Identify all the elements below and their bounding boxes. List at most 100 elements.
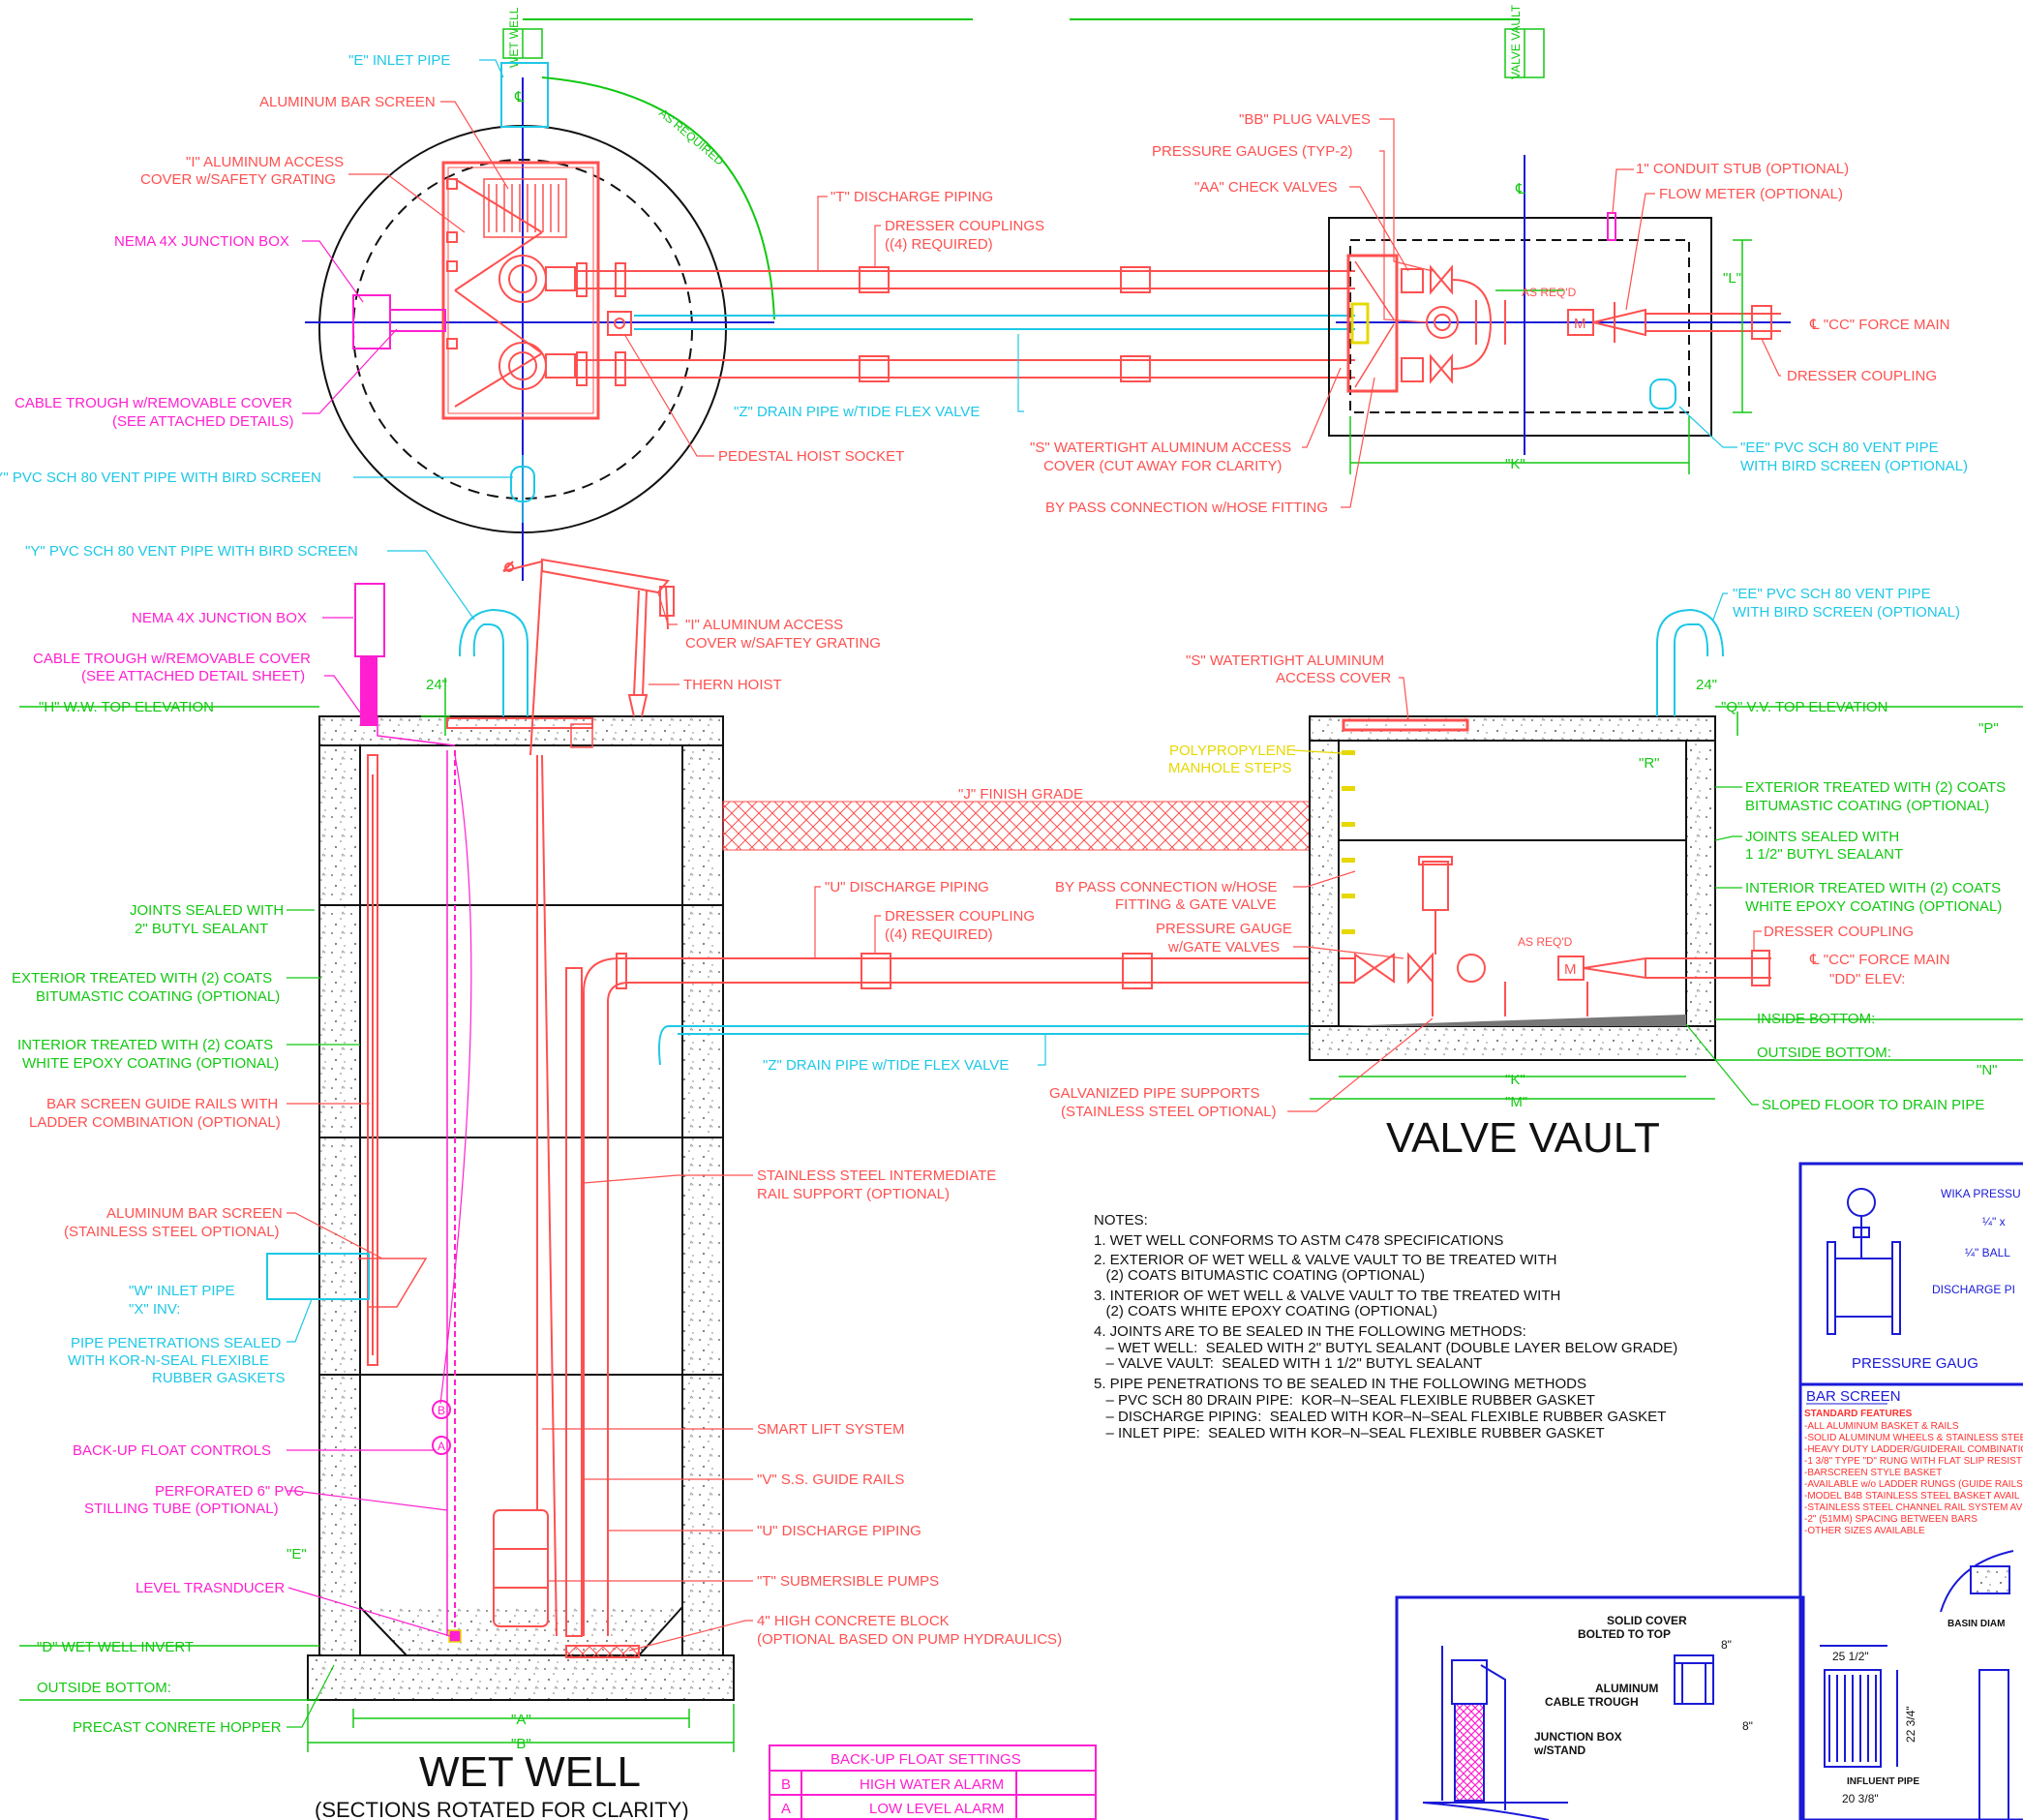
plan-vent-pipe-label: "Y" PVC SCH 80 VENT PIPE WITH BIRD SCREE… bbox=[0, 470, 321, 486]
sec-nema-box-label: NEMA 4X JUNCTION BOX bbox=[132, 610, 307, 626]
float-a-marker: A bbox=[438, 1440, 445, 1453]
finish-grade bbox=[722, 801, 1332, 851]
sec-penetrations-label-2: WITH KOR-N-SEAL FLEXIBLE bbox=[68, 1352, 269, 1369]
sec-dim-k-label: "K" bbox=[1505, 1072, 1525, 1088]
sec-float-controls-label: BACK-UP FLOAT CONTROLS bbox=[73, 1442, 271, 1459]
notes-line-6: 4. JOINTS ARE TO BE SEALED IN THE FOLLOW… bbox=[1094, 1323, 1526, 1340]
sec-dim-b-label: "B" bbox=[511, 1736, 531, 1752]
sec-s-cover-label-2: ACCESS COVER bbox=[1276, 670, 1391, 686]
sec-h-top-label: "H" W.W. TOP ELEVATION bbox=[39, 699, 214, 715]
sec-cable-trough-label-1: CABLE TROUGH w/REMOVABLE COVER bbox=[33, 651, 311, 667]
notes-line-5: (2) COATS WHITE EPOXY COATING (OPTIONAL) bbox=[1094, 1303, 1437, 1320]
sec-manhole-steps-label-2: MANHOLE STEPS bbox=[1168, 760, 1292, 776]
sec-bar-screen-label-2: (STAINLESS STEEL OPTIONAL) bbox=[64, 1224, 280, 1240]
sec-w-inlet-label: "W" INLET PIPE bbox=[129, 1283, 235, 1299]
notes-line-2: 2. EXTERIOR OF WET WELL & VALVE VAULT TO… bbox=[1094, 1252, 1556, 1268]
plan-discharge-piping-label: "T" DISCHARGE PIPING bbox=[830, 189, 993, 205]
wet-well-tag-marker: WET WELL bbox=[502, 7, 543, 68]
sec-four-required-label: ((4) REQUIRED) bbox=[885, 926, 993, 943]
sec-dim-24-left: 24" bbox=[426, 677, 447, 693]
sec-pumps-label: "T" SUBMERSIBLE PUMPS bbox=[757, 1573, 939, 1590]
jbox-label-2: w/STAND bbox=[1533, 1744, 1585, 1757]
plan-leaders bbox=[302, 59, 1781, 508]
bar-screen-subtitle: STANDARD FEATURES bbox=[1804, 1409, 1913, 1419]
plan-drain-pipe-label: "Z" DRAIN PIPE w/TIDE FLEX VALVE bbox=[734, 404, 980, 420]
bar-dim-bottom: 20 3/8" bbox=[1842, 1792, 1879, 1805]
sec-dd-elev-label: "DD" ELEV: bbox=[1829, 971, 1905, 987]
gauge-panel-title: PRESSURE GAUG bbox=[1852, 1355, 1978, 1372]
notes-line-11: – DISCHARGE PIPING: SEALED WITH KOR–N–SE… bbox=[1094, 1409, 1666, 1425]
plan-inlet-pipe-label: "E" INLET PIPE bbox=[348, 52, 450, 69]
plan-vent-ee-label-1: "EE" PVC SCH 80 VENT PIPE bbox=[1740, 440, 1939, 456]
bar-feature: -SOLID ALUMINUM WHEELS & STAINLESS STEE bbox=[1804, 1433, 2023, 1443]
sec-joints-ww-label-2: 2" BUTYL SEALANT bbox=[135, 921, 268, 937]
sec-u-discharge-label: "U" DISCHARGE PIPING bbox=[825, 879, 989, 895]
sec-bypass-label-1: BY PASS CONNECTION w/HOSE bbox=[1055, 879, 1278, 895]
sec-penetrations-label-3: RUBBER GASKETS bbox=[152, 1370, 286, 1386]
sec-block-label-2: (OPTIONAL BASED ON PUMP HYDRAULICS) bbox=[757, 1631, 1062, 1648]
plan-wet-well: ℄ bbox=[305, 62, 775, 581]
sec-guide-rails-v-label: "V" S.S. GUIDE RAILS bbox=[757, 1471, 904, 1488]
sec-dim-p-label: "P" bbox=[1978, 720, 1999, 737]
sec-as-reqd-label: AS REQ'D bbox=[1518, 935, 1573, 949]
sec-dim-a-label: "A" bbox=[511, 1712, 531, 1728]
notes-heading: NOTES: bbox=[1094, 1212, 1148, 1228]
jbox-label-1: JUNCTION BOX bbox=[1534, 1730, 1622, 1744]
bar-screen-panel: BAR SCREEN STANDARD FEATURES -ALL ALUMIN… bbox=[1798, 1382, 2023, 1820]
float-row-value: LOW LEVEL ALARM bbox=[869, 1801, 1005, 1817]
notes-line-3: (2) COATS BITUMASTIC COATING (OPTIONAL) bbox=[1094, 1267, 1425, 1284]
float-row-key: A bbox=[781, 1801, 791, 1817]
sec-block-label-1: 4" HIGH CONCRETE BLOCK bbox=[757, 1613, 950, 1629]
bar-feature: -MODEL B4B STAINLESS STEEL BASKET AVAIL bbox=[1804, 1491, 2020, 1502]
gauge-line-3: ¼" BALL bbox=[1965, 1246, 2010, 1259]
bar-feature: -2" (51MM) SPACING BETWEEN BARS bbox=[1804, 1514, 1978, 1525]
sec-guide-rails-label-2: LADDER COMBINATION (OPTIONAL) bbox=[29, 1114, 281, 1131]
sec-dim-m-label: "M" bbox=[1505, 1094, 1527, 1110]
plan-access-cover-s-label-1: "S" WATERTIGHT ALUMINUM ACCESS bbox=[1030, 440, 1291, 456]
plan-force-main-label: ℄ "CC" FORCE MAIN bbox=[1809, 317, 1949, 333]
plan-dresser-coupling-label: DRESSER COUPLING bbox=[1787, 368, 1937, 384]
solid-cover-label-1: SOLID COVER bbox=[1607, 1614, 1687, 1627]
sec-guide-rails-label-1: BAR SCREEN GUIDE RAILS WITH bbox=[46, 1096, 278, 1112]
sec-rail-support-label-2: RAIL SUPPORT (OPTIONAL) bbox=[757, 1186, 950, 1202]
valve-vault-tag: VALVE VAULT bbox=[1509, 4, 1523, 79]
wet-well-subtitle: (SECTIONS ROTATED FOR CLARITY) bbox=[315, 1798, 689, 1820]
plan-cable-trough-label-1: CABLE TROUGH w/REMOVABLE COVER bbox=[15, 395, 292, 411]
bar-screen-title: BAR SCREEN bbox=[1806, 1388, 1901, 1405]
sec-int-ww-label-1: INTERIOR TREATED WITH (2) COATS bbox=[17, 1037, 273, 1053]
notes-line-8: – VALVE VAULT: SEALED WITH 1 1/2" BUTYL … bbox=[1094, 1355, 1482, 1372]
plan-access-cover-label-2: COVER w/SAFETY GRATING bbox=[140, 171, 336, 188]
gauge-line-4: DISCHARGE PI bbox=[1932, 1283, 2015, 1296]
float-b-marker: B bbox=[438, 1404, 445, 1417]
sec-d-invert-label: "D" WET WELL INVERT bbox=[37, 1639, 194, 1655]
bar-dim-height: 22 3/4" bbox=[1904, 1706, 1917, 1743]
inlet-centerline: ℄ bbox=[514, 89, 525, 106]
sec-dim-r-label: "R" bbox=[1639, 755, 1659, 772]
sec-u-discharge-label-2: "U" DISCHARGE PIPING bbox=[757, 1523, 921, 1539]
cable-dim-8a: 8" bbox=[1721, 1638, 1732, 1652]
section-meter: M bbox=[1564, 961, 1577, 978]
plan-labels: "E" INLET PIPE ALUMINUM BAR SCREEN "I" A… bbox=[0, 52, 1968, 516]
solid-cover-label-2: BOLTED TO TOP bbox=[1578, 1627, 1671, 1641]
float-settings-table: BACK-UP FLOAT SETTINGS B HIGH WATER ALAR… bbox=[769, 1744, 1097, 1820]
sec-galv-supports-label-2: (STAINLESS STEEL OPTIONAL) bbox=[1061, 1104, 1277, 1120]
pressure-gauge-panel: WIKA PRESSU ¼" x ¼" BALL DISCHARGE PI PR… bbox=[1798, 1162, 2023, 1386]
sec-force-main-label: ℄ "CC" FORCE MAIN bbox=[1809, 952, 1949, 968]
sec-vent-y-label: "Y" PVC SCH 80 VENT PIPE WITH BIRD SCREE… bbox=[25, 543, 358, 560]
sec-manhole-steps-label-1: POLYPROPYLENE bbox=[1169, 743, 1296, 759]
sec-joints-vv-label-1: JOINTS SEALED WITH bbox=[1745, 829, 1899, 845]
vault-centerline: ℄ bbox=[1515, 181, 1525, 197]
float-table-title: BACK-UP FLOAT SETTINGS bbox=[830, 1751, 1021, 1768]
gauge-line-2: ¼" x bbox=[1982, 1215, 2006, 1228]
bar-feature: -ALL ALUMINUM BASKET & RAILS bbox=[1804, 1421, 1959, 1432]
sec-outside-bottom-label: OUTSIDE BOTTOM: bbox=[1757, 1045, 1891, 1061]
sec-hopper-label: PRECAST CONRETE HOPPER bbox=[73, 1719, 282, 1736]
sec-bypass-label-2: FITTING & GATE VALVE bbox=[1115, 896, 1277, 913]
sec-finish-grade-label: "J" FINISH GRADE bbox=[958, 786, 1083, 803]
plan-hoist-socket-label: PEDESTAL HOIST SOCKET bbox=[718, 448, 904, 465]
section-labels: "Y" PVC SCH 80 VENT PIPE WITH BIRD SCREE… bbox=[12, 543, 2006, 1752]
sec-transducer-label: LEVEL TRASNDUCER bbox=[136, 1580, 285, 1596]
section-leaders bbox=[287, 550, 1762, 1728]
sec-thern-hoist-label: THERN HOIST bbox=[683, 677, 782, 693]
section-wet-well: B A bbox=[19, 558, 1355, 1752]
